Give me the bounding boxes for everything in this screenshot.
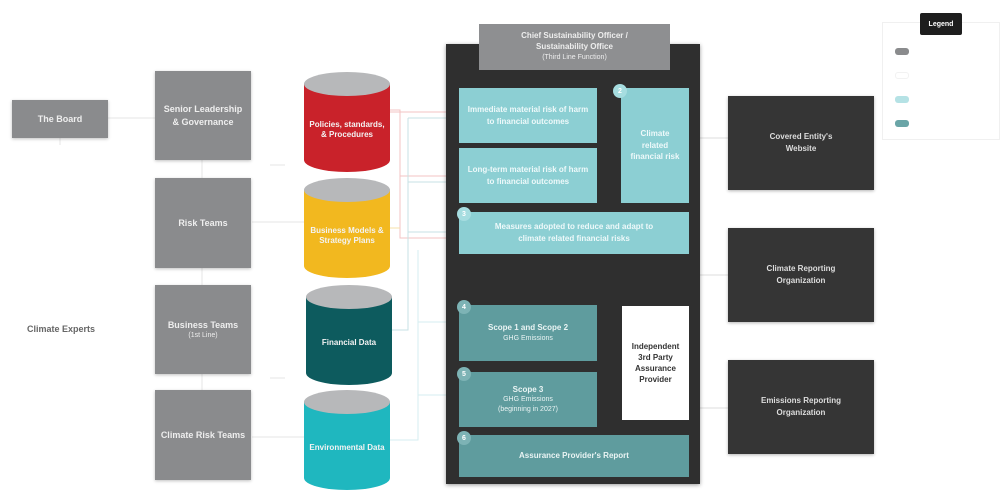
legend-swatch-gray	[895, 48, 909, 55]
cylinder-top	[306, 285, 392, 309]
scope-3-sublabel-2: (beginning in 2027)	[498, 406, 558, 414]
badge-4: 4	[457, 300, 471, 314]
assurance-provider-label: Independent 3rd Party Assurance Provider	[631, 341, 680, 385]
the-board-label: The Board	[37, 113, 83, 124]
emissions-reporting-org-label: Emissions Reporting Organization	[760, 396, 841, 417]
climate-financial-risk-label: Climate related financial risk	[630, 129, 680, 162]
senior-leadership-label: Senior Leadership & Governance	[163, 104, 243, 127]
measures-adopted-label: Measures adopted to reduce and adapt to …	[494, 222, 654, 243]
cylinder-body	[304, 84, 390, 160]
connector-env	[388, 250, 419, 441]
climate-reporting-org-label: Climate Reporting Organization	[766, 264, 836, 285]
badge-2: 2	[613, 84, 627, 98]
cylinder-top	[304, 72, 390, 96]
policies-label: Policies, standards, & Procedures	[309, 119, 385, 139]
business-teams-box: Business Teams (1st Line)	[155, 285, 251, 374]
legend-title: Legend	[920, 13, 962, 35]
scope-1-2-label: Scope 1 and Scope 2	[487, 323, 569, 333]
cylinder-body	[304, 190, 390, 266]
emissions-reporting-org-box: Emissions Reporting Organization	[728, 360, 874, 454]
immediate-risk-box: Immediate material risk of harm to finan…	[459, 88, 597, 143]
header-title: Chief Sustainability Officer / Sustainab…	[521, 31, 628, 52]
assurance-provider-box: Independent 3rd Party Assurance Provider	[622, 306, 689, 420]
connector-policies	[388, 109, 460, 239]
financial-data-label: Financial Data	[321, 337, 377, 347]
climate-financial-risk-box: Climate related financial risk	[621, 88, 689, 203]
badge-5-number: 5	[462, 370, 466, 378]
climate-risk-teams-box: Climate Risk Teams	[155, 390, 251, 480]
legend-swatch-white	[895, 72, 909, 79]
climate-reporting-org-box: Climate Reporting Organization	[728, 228, 874, 322]
scope-3-sublabel: GHG Emissions	[503, 396, 553, 404]
scope-3-label: Scope 3	[512, 384, 544, 394]
cylinder-environmental-data: Environmental Data	[304, 390, 390, 490]
website-label: Covered Entity's Website	[769, 132, 833, 153]
cylinder-body	[304, 402, 390, 478]
business-models-label: Business Models & Strategy Plans	[310, 225, 384, 245]
scope-1-2-box: Scope 1 and Scope 2 GHG Emissions	[459, 305, 597, 361]
sustainability-office-header: Chief Sustainability Officer / Sustainab…	[479, 24, 670, 70]
badge-5: 5	[457, 367, 471, 381]
legend-title-label: Legend	[928, 20, 954, 28]
header-sublabel: (Third Line Function)	[542, 54, 607, 62]
assurance-report-label: Assurance Provider's Report	[519, 451, 629, 461]
risk-teams-box: Risk Teams	[155, 178, 251, 268]
the-board-box: The Board	[12, 100, 108, 138]
connector-financial	[388, 118, 409, 331]
measures-adopted-box: Measures adopted to reduce and adapt to …	[459, 212, 689, 254]
badge-3-number: 3	[462, 210, 466, 218]
cylinder-top	[304, 178, 390, 202]
badge-4-number: 4	[462, 303, 466, 311]
badge-6-number: 6	[462, 434, 466, 442]
climate-experts-label: Climate Experts	[26, 324, 96, 334]
cylinder-top	[304, 390, 390, 414]
cylinder-business-models: Business Models & Strategy Plans	[304, 178, 390, 278]
legend-swatch-light-teal	[895, 96, 909, 103]
cylinder-body	[306, 297, 392, 373]
senior-leadership-box: Senior Leadership & Governance	[155, 71, 251, 160]
immediate-risk-label: Immediate material risk of harm to finan…	[467, 104, 589, 126]
badge-2-number: 2	[618, 87, 622, 95]
business-teams-sublabel: (1st Line)	[188, 331, 218, 339]
environmental-data-label: Environmental Data	[309, 442, 385, 452]
website-box: Covered Entity's Website	[728, 96, 874, 190]
cylinder-policies: Policies, standards, & Procedures	[304, 72, 390, 172]
badge-6: 6	[457, 431, 471, 445]
climate-risk-teams-label: Climate Risk Teams	[160, 429, 246, 440]
legend-swatch-dark-teal	[895, 120, 909, 127]
long-term-risk-box: Long-term material risk of harm to finan…	[459, 148, 597, 203]
scope-1-2-sublabel: GHG Emissions	[503, 334, 553, 342]
risk-teams-label: Risk Teams	[178, 217, 228, 228]
business-teams-label: Business Teams	[167, 319, 239, 330]
badge-3: 3	[457, 207, 471, 221]
climate-experts-box: Climate Experts	[14, 312, 108, 346]
cylinder-financial-data: Financial Data	[306, 285, 392, 385]
scope-3-box: Scope 3 GHG Emissions (beginning in 2027…	[459, 372, 597, 427]
assurance-report-box: Assurance Provider's Report	[459, 435, 689, 477]
long-term-risk-label: Long-term material risk of harm to finan…	[467, 164, 589, 186]
